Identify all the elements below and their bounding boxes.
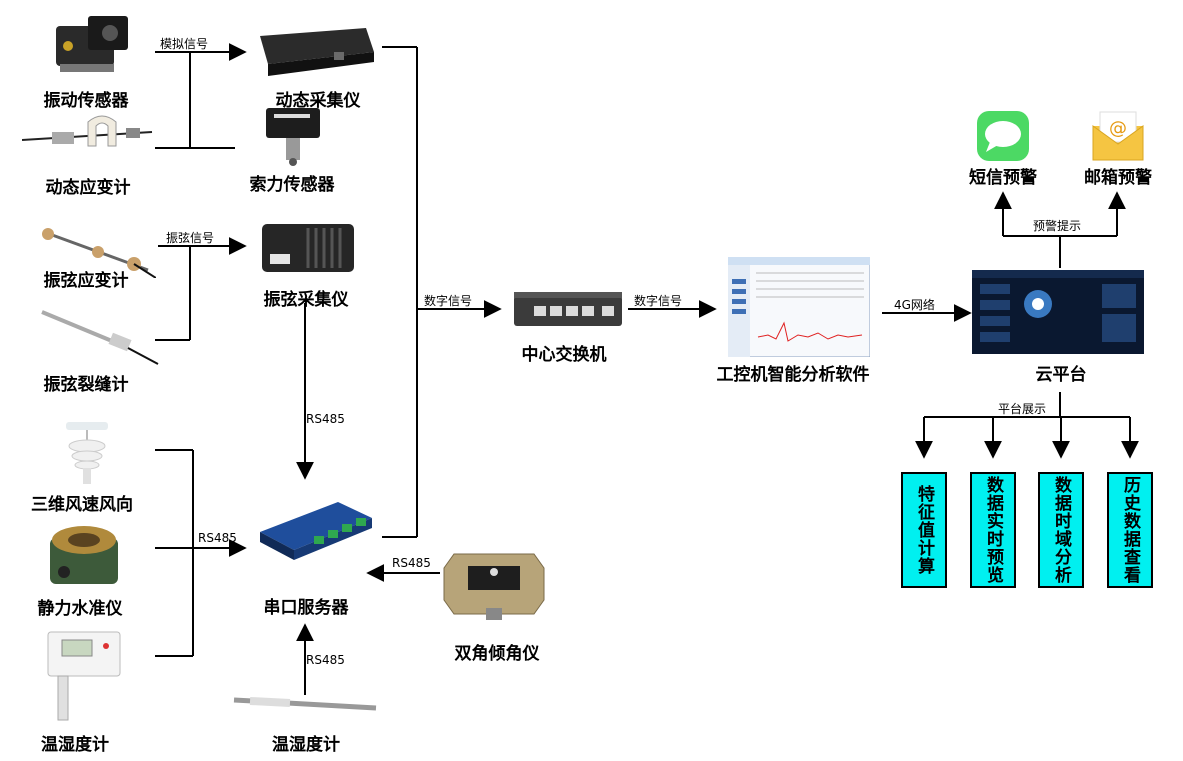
vw-crack-meter-image (41, 310, 159, 365)
digital-signal-label-1: 数字信号 (424, 294, 473, 308)
wind-label: 三维风速风向 (31, 495, 133, 515)
rs485-label-vertical: RS485 (306, 412, 345, 426)
bottom-temp-humidity-image (233, 696, 377, 711)
email-icon: @ (1092, 111, 1144, 161)
alert-label: 预警提示 (1033, 219, 1082, 233)
dynamic-collector-label: 动态采集仪 (275, 91, 361, 111)
feature-box-time-domain: 数据时域分析 (1038, 472, 1084, 588)
vw-strain-label: 振弦应变计 (43, 271, 129, 291)
software-label: 工控机智能分析软件 (716, 365, 870, 385)
dual-inclinometer-label: 双角倾角仪 (454, 644, 540, 664)
vw-signal-label: 振弦信号 (166, 231, 215, 245)
cloud-platform-image (972, 270, 1144, 354)
feature-box-history: 历史数据查看 (1107, 472, 1153, 588)
vibration-sensor-label: 振动传感器 (43, 91, 129, 111)
software-screenshot-image (728, 257, 870, 357)
serial-server-label: 串口服务器 (263, 598, 349, 618)
temp-humidity-bottom-label: 温湿度计 (272, 735, 340, 755)
cable-force-sensor-image (266, 108, 320, 166)
static-level-image (50, 526, 118, 584)
vibration-sensor-image (56, 16, 128, 72)
dynamic-collector-image (260, 28, 374, 76)
cloud-label: 云平台 (1035, 365, 1087, 385)
vw-crack-label: 振弦裂缝计 (43, 375, 129, 395)
temp-humidity-left-label: 温湿度计 (41, 735, 109, 755)
rs485-label-left: RS485 (198, 531, 237, 545)
cable-force-label: 索力传感器 (249, 175, 335, 195)
switch-image (514, 292, 622, 326)
analog-signal-label: 模拟信号 (160, 37, 209, 51)
rs485-label-bottom: RS485 (306, 653, 345, 667)
switch-label: 中心交换机 (521, 345, 607, 365)
svg-text:@: @ (1109, 118, 1127, 139)
dual-inclinometer-image (443, 553, 545, 620)
dynamic-strain-gauge-image (22, 115, 153, 147)
sms-label: 短信预警 (969, 168, 1037, 188)
dynamic-strain-label: 动态应变计 (45, 178, 131, 198)
digital-signal-label-2: 数字信号 (634, 294, 683, 308)
platform-display-label: 平台展示 (998, 402, 1047, 416)
temp-humidity-image-left (47, 631, 121, 721)
static-level-label: 静力水准仪 (37, 599, 123, 619)
feature-box-eigenvalue: 特征值计算 (901, 472, 947, 588)
sms-icon (977, 111, 1029, 161)
vw-strain-gauge-image (42, 228, 156, 278)
vw-collector-image (262, 224, 354, 272)
feature-box-realtime: 数据实时预览 (970, 472, 1016, 588)
4g-network-label: 4G网络 (894, 298, 935, 312)
vw-collector-label: 振弦采集仪 (263, 290, 349, 310)
serial-server-image (260, 502, 372, 560)
email-label: 邮箱预警 (1084, 168, 1152, 188)
rs485-label-inclinometer: RS485 (392, 556, 431, 570)
wind-sensor-image (66, 422, 108, 484)
